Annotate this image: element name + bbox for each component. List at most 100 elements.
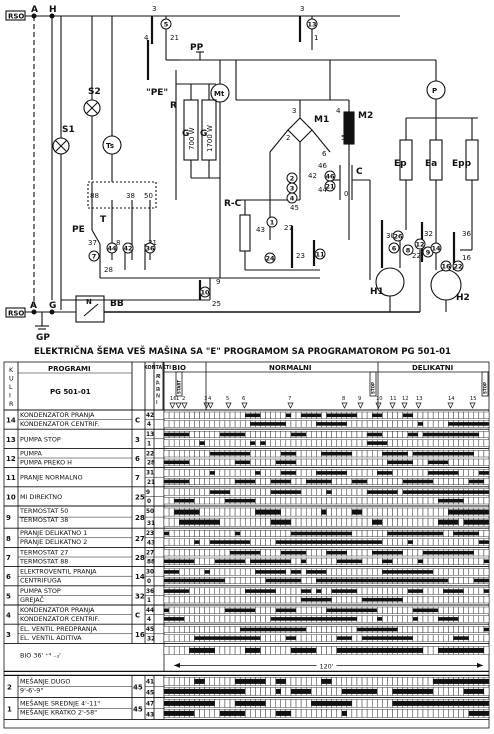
row-kulir: 10 [6,493,16,501]
timing-active [407,540,413,544]
timing-active [417,578,429,583]
header-kulir-letter: K [9,366,14,374]
wire-2: 2 [286,134,290,142]
step-number: 1 [176,396,179,402]
contact-marker-number: 24 [265,255,275,263]
timing-active [321,509,327,515]
timing-active [164,559,190,564]
timing-active [184,509,200,515]
timing-active [478,700,489,706]
timing-track [163,699,490,708]
header-radni-letter: R [156,374,160,380]
row-mirni: 45 [146,690,154,696]
timing-active [219,432,246,437]
timing-active [164,710,195,716]
row-kulir: 7 [6,554,11,562]
timing-active [250,422,266,426]
phase-marker-start: START [177,380,182,394]
row-item-label: PUMPA PREKO H [20,458,72,466]
contact-marker: 22 [452,260,464,272]
phase-marker-box [175,371,183,397]
wire-45: 45 [290,204,299,212]
timing-active [184,432,190,437]
row-contact: 27 [135,535,145,543]
wire-9: 9 [216,278,220,286]
timing-active [214,559,246,564]
row-radni: 44 [146,608,154,614]
step-marker [203,402,210,409]
timing-active [204,636,231,640]
timing-active [336,540,363,544]
row-item-label: MEŠANJE DUGO [20,676,70,685]
timing-active [260,441,266,445]
step-marker [241,402,248,409]
contact-marker: 8 [402,244,414,256]
row-radni: 22 [146,451,154,457]
timing-active [392,578,408,583]
contact-marker: 10 [199,286,211,298]
timing-active [275,460,297,465]
timing-active [275,678,286,684]
timing-active [382,451,408,456]
row-contact: 28 [135,554,145,562]
epp-label: Epp [452,159,472,169]
g2-label: G [200,129,207,139]
timing-active [270,519,291,525]
contact-marker: 4 [286,192,298,204]
timing-track [163,626,490,634]
wire-3a: 3 [152,5,156,13]
timing-track [163,439,490,447]
row-kulir: 9 [6,514,11,522]
timing-active [372,413,383,418]
m2-motor [343,111,355,145]
contact-marker: 1 [266,216,278,228]
timing-active [438,519,454,525]
timing-active [235,700,266,706]
step-number: 6 [242,396,245,402]
step-number: 4 [208,396,212,402]
row-item-label: KONDENZATOR CENTRIF. [20,420,99,428]
ts-label: Ts [106,142,114,150]
timing-active [250,627,261,632]
step-marker [175,402,182,409]
timing-active [194,540,200,544]
timing-active [458,490,489,494]
timing-active [367,578,373,583]
row-radni: 30 [146,570,154,576]
row-radni: 23 [146,531,154,537]
timing-active [448,432,479,437]
timing-active [316,471,347,475]
timing-active [448,422,479,426]
header-radni-letter: A [156,381,160,387]
timing-active [209,490,231,494]
timing-active [169,700,185,706]
row-item-label: PRANJE NORMALNO [20,474,83,482]
timing-active [250,559,261,564]
timing-active [392,700,413,706]
row-kulir: 8 [6,535,11,543]
wire-30: 30 [386,232,395,240]
timing-track [163,557,490,565]
timing-active [478,422,489,426]
timing-active [326,700,352,706]
contact-marker-number: 2 [290,175,295,183]
rso-top-label: RSO [8,13,24,21]
contact-marker-number: 12 [415,241,424,249]
timing-active [331,608,347,613]
timing-track [163,411,490,419]
timing-active [346,531,352,536]
step-number: 14 [448,396,455,402]
timing-active [326,413,357,418]
phase-marker-stop1: STOP [371,382,376,394]
timing-active [483,678,489,684]
timing-active [194,578,225,583]
res2-label: 1700 W [206,125,214,152]
row-item-label: TERMOSTAT 88 [19,557,68,565]
contact-marker: 24 [264,252,276,264]
